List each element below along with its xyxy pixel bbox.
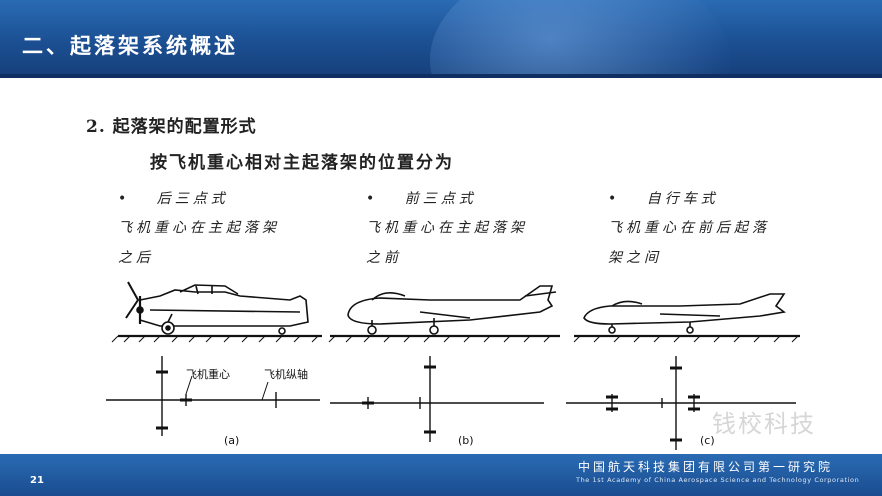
header-stripe [0,74,882,78]
diagram-label-c: (c) [700,434,715,447]
schematic-c [566,356,796,450]
diagram-label-a: (a) [224,434,239,447]
schematic-b [330,356,544,442]
org-name-cn: 中国航天科技集团有限公司第一研究院 [578,460,834,474]
org-name-en: The 1st Academy of China Aerospace Scien… [576,476,860,484]
taildragger-airplane-drawing [111,281,322,343]
watermark: 钱校科技 [712,410,816,438]
header-banner [0,0,882,78]
page-title: 二、起落架系统概述 [22,34,238,58]
col-b-name: 前三点式 [404,191,477,207]
bullet: • [608,191,621,207]
tricycle-jet-drawing [328,285,560,343]
section-subtitle: 2. 起落架的配置形式 [86,117,257,137]
col-b-desc2: 之前 [366,250,402,266]
globe-decoration [430,0,730,78]
col-c-desc2: 架之间 [608,250,662,266]
col-c-name: 自行车式 [646,191,719,207]
col-b-name-line: • 前三点式 [366,188,477,208]
col-a-desc2: 之后 [118,250,154,266]
bicycle-jet-drawing [573,293,800,343]
col-c-name-line: • 自行车式 [608,188,719,208]
col-c-desc1: 飞机重心在前后起落 [608,220,770,236]
col-a-name: 后三点式 [156,191,229,207]
footer-bar [0,454,882,496]
axis-label: 飞机纵轴 [264,367,308,381]
page-number: 21 [30,475,44,486]
col-a-name-line: • 后三点式 [118,188,229,208]
diagram-label-b: (b) [458,434,474,447]
lead-text: 按飞机重心相对主起落架的位置分为 [150,153,454,173]
bullet: • [118,191,131,207]
cg-label: 飞机重心 [186,367,230,381]
bullet: • [366,191,379,207]
col-b-desc1: 飞机重心在主起落架 [366,220,528,236]
schematic-a [106,356,320,436]
col-a-desc1: 飞机重心在主起落架 [118,220,280,236]
